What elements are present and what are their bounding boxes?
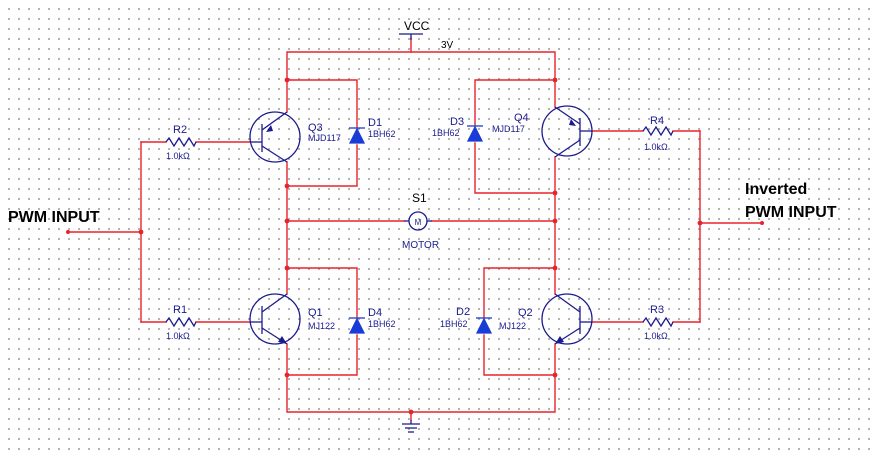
transistor-q1[interactable]: Q1 MJ122 xyxy=(249,293,335,345)
junction-dot xyxy=(552,190,558,196)
r2-ref: R2 xyxy=(173,124,187,136)
ground-symbol[interactable] xyxy=(402,420,420,433)
d3-ref: D3 xyxy=(450,116,464,128)
input-terminal-left[interactable] xyxy=(66,230,70,234)
junction-dot xyxy=(284,265,290,271)
r1-value: 1.0kΩ xyxy=(166,331,190,341)
junction-dot xyxy=(552,218,558,224)
input-terminal-right[interactable] xyxy=(760,221,764,225)
d2-part: 1BH62 xyxy=(440,319,468,329)
motor-ref: S1 xyxy=(412,191,427,205)
motor-symbol: M xyxy=(415,218,422,227)
q4-ref: Q4 xyxy=(514,112,529,124)
resistor-r3[interactable]: R3 1.0kΩ xyxy=(642,304,674,341)
resistor-r4[interactable]: R4 1.0kΩ xyxy=(642,115,674,152)
junction-dot xyxy=(284,183,290,189)
junction-dot xyxy=(552,372,558,378)
r4-ref: R4 xyxy=(650,115,664,127)
motor-s1[interactable]: M S1 MOTOR xyxy=(402,191,439,251)
transistor-q4[interactable]: Q4 MJD117 xyxy=(492,105,593,158)
q2-part: MJ122 xyxy=(499,321,526,331)
d1-ref: D1 xyxy=(368,117,382,129)
r3-ref: R3 xyxy=(650,304,664,316)
d1-part: 1BH62 xyxy=(368,129,396,139)
inverted-pwm-label-line2: PWM INPUT xyxy=(745,204,837,221)
diode-d2[interactable]: D2 1BH62 xyxy=(440,306,493,334)
vcc-supply[interactable]: VCC 3V xyxy=(399,19,454,51)
r4-value: 1.0kΩ xyxy=(644,142,668,152)
q3-ref: Q3 xyxy=(308,122,323,134)
d4-ref: D4 xyxy=(368,307,382,319)
diode-d1[interactable]: D1 1BH62 xyxy=(348,117,396,144)
junctions xyxy=(66,77,764,415)
pwm-input-label: PWM INPUT xyxy=(8,209,100,226)
q4-part: MJD117 xyxy=(492,124,525,134)
junction-dot xyxy=(284,77,290,83)
d3-part: 1BH62 xyxy=(432,128,460,138)
d4-part: 1BH62 xyxy=(368,319,396,329)
r3-value: 1.0kΩ xyxy=(644,331,668,341)
junction-dot xyxy=(552,265,558,271)
junction-dot xyxy=(284,218,290,224)
resistor-r1[interactable]: R1 1.0kΩ xyxy=(165,304,197,341)
q2-ref: Q2 xyxy=(518,307,533,319)
junction-dot xyxy=(284,372,290,378)
r1-ref: R1 xyxy=(173,304,187,316)
d2-ref: D2 xyxy=(456,306,470,318)
q3-part: MJD117 xyxy=(308,133,341,143)
diode-d4[interactable]: D4 1BH62 xyxy=(348,307,396,334)
diode-d3[interactable]: D3 1BH62 xyxy=(432,116,484,142)
junction-dot xyxy=(138,229,144,235)
vcc-label: VCC xyxy=(404,19,430,33)
junction-dot xyxy=(697,220,703,226)
inverted-pwm-label-line1: Inverted xyxy=(745,181,807,198)
motor-value: MOTOR xyxy=(402,240,439,251)
r2-value: 1.0kΩ xyxy=(166,151,190,161)
transistor-q2[interactable]: Q2 MJ122 xyxy=(499,293,593,345)
resistor-r2[interactable]: R2 1.0kΩ xyxy=(165,124,197,161)
junction-dot xyxy=(408,409,414,415)
q1-ref: Q1 xyxy=(308,307,323,319)
q1-part: MJ122 xyxy=(308,321,335,331)
vcc-voltage: 3V xyxy=(441,40,454,51)
transistor-q3[interactable]: Q3 MJD117 xyxy=(249,111,341,163)
junction-dot xyxy=(552,77,558,83)
